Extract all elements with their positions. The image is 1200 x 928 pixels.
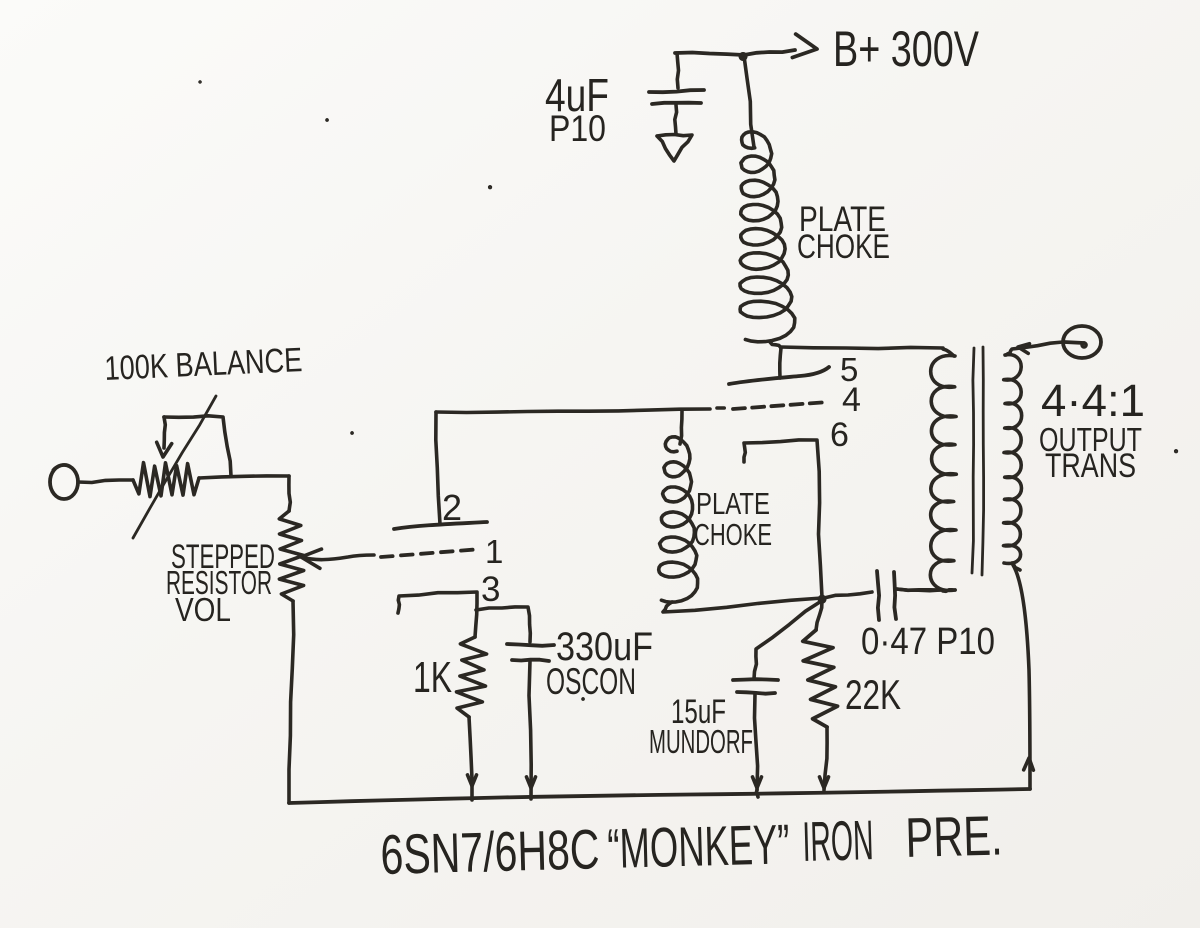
svg-text:5: 5 [840,351,858,388]
svg-text:6: 6 [830,416,849,454]
svg-text:B+ 300V: B+ 300V [833,21,979,77]
svg-text:4: 4 [842,381,861,419]
svg-text:CHOKE: CHOKE [797,228,890,266]
svg-text:STEPPED: STEPPED [171,538,275,576]
svg-text:PLATE: PLATE [799,200,886,239]
svg-text:4·4:1: 4·4:1 [1041,375,1145,426]
svg-text:RESISTOR: RESISTOR [166,564,272,601]
svg-text:0·47 P10: 0·47 P10 [861,621,995,663]
svg-text:3: 3 [481,570,500,609]
svg-text:IRON: IRON [802,808,875,873]
svg-text:“MONKEY”: “MONKEY” [607,812,791,880]
svg-text:6SN7/6H8C: 6SN7/6H8C [380,817,601,886]
svg-text:22K: 22K [845,671,901,718]
svg-text:OSCON: OSCON [546,661,636,702]
svg-text:VOL: VOL [175,591,231,628]
svg-text:P10: P10 [549,108,606,149]
svg-text:1K: 1K [413,653,452,702]
svg-text:1: 1 [485,533,503,570]
svg-text:15uF: 15uF [671,693,726,731]
svg-text:PLATE: PLATE [696,486,770,521]
svg-text:330uF: 330uF [556,625,653,669]
svg-text:CHOKE: CHOKE [694,517,772,552]
svg-text:2: 2 [442,487,462,528]
svg-text:PRE.: PRE. [905,803,1004,869]
svg-text:4uF: 4uF [545,69,609,121]
svg-text:TRANS: TRANS [1045,447,1136,485]
svg-text:MUNDORF: MUNDORF [649,723,753,760]
svg-text:OUTPUT: OUTPUT [1039,421,1142,458]
svg-text:100K BALANCE: 100K BALANCE [104,341,304,388]
